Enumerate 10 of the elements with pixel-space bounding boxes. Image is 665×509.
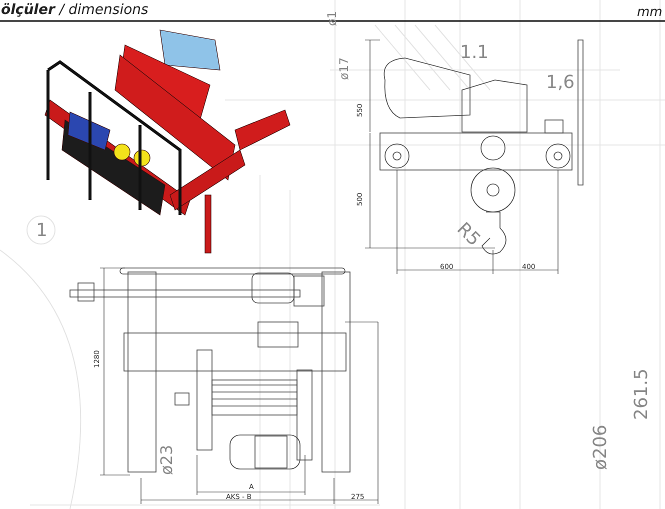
unit-label: mm bbox=[637, 6, 662, 19]
drafting-mark: R5 bbox=[453, 220, 483, 250]
drafting-mark: 1,6 bbox=[546, 74, 575, 92]
page-title: ölçüler / dimensions bbox=[1, 3, 148, 17]
drafting-mark: 1.1 bbox=[460, 44, 489, 62]
drafting-mark: 261.5 bbox=[633, 368, 651, 420]
drafting-mark: ø23 bbox=[159, 444, 175, 475]
drafting-mark: 1 bbox=[36, 222, 48, 240]
drafting-mark: ø206 bbox=[592, 424, 610, 470]
drafting-mark: ø17 bbox=[338, 57, 350, 80]
